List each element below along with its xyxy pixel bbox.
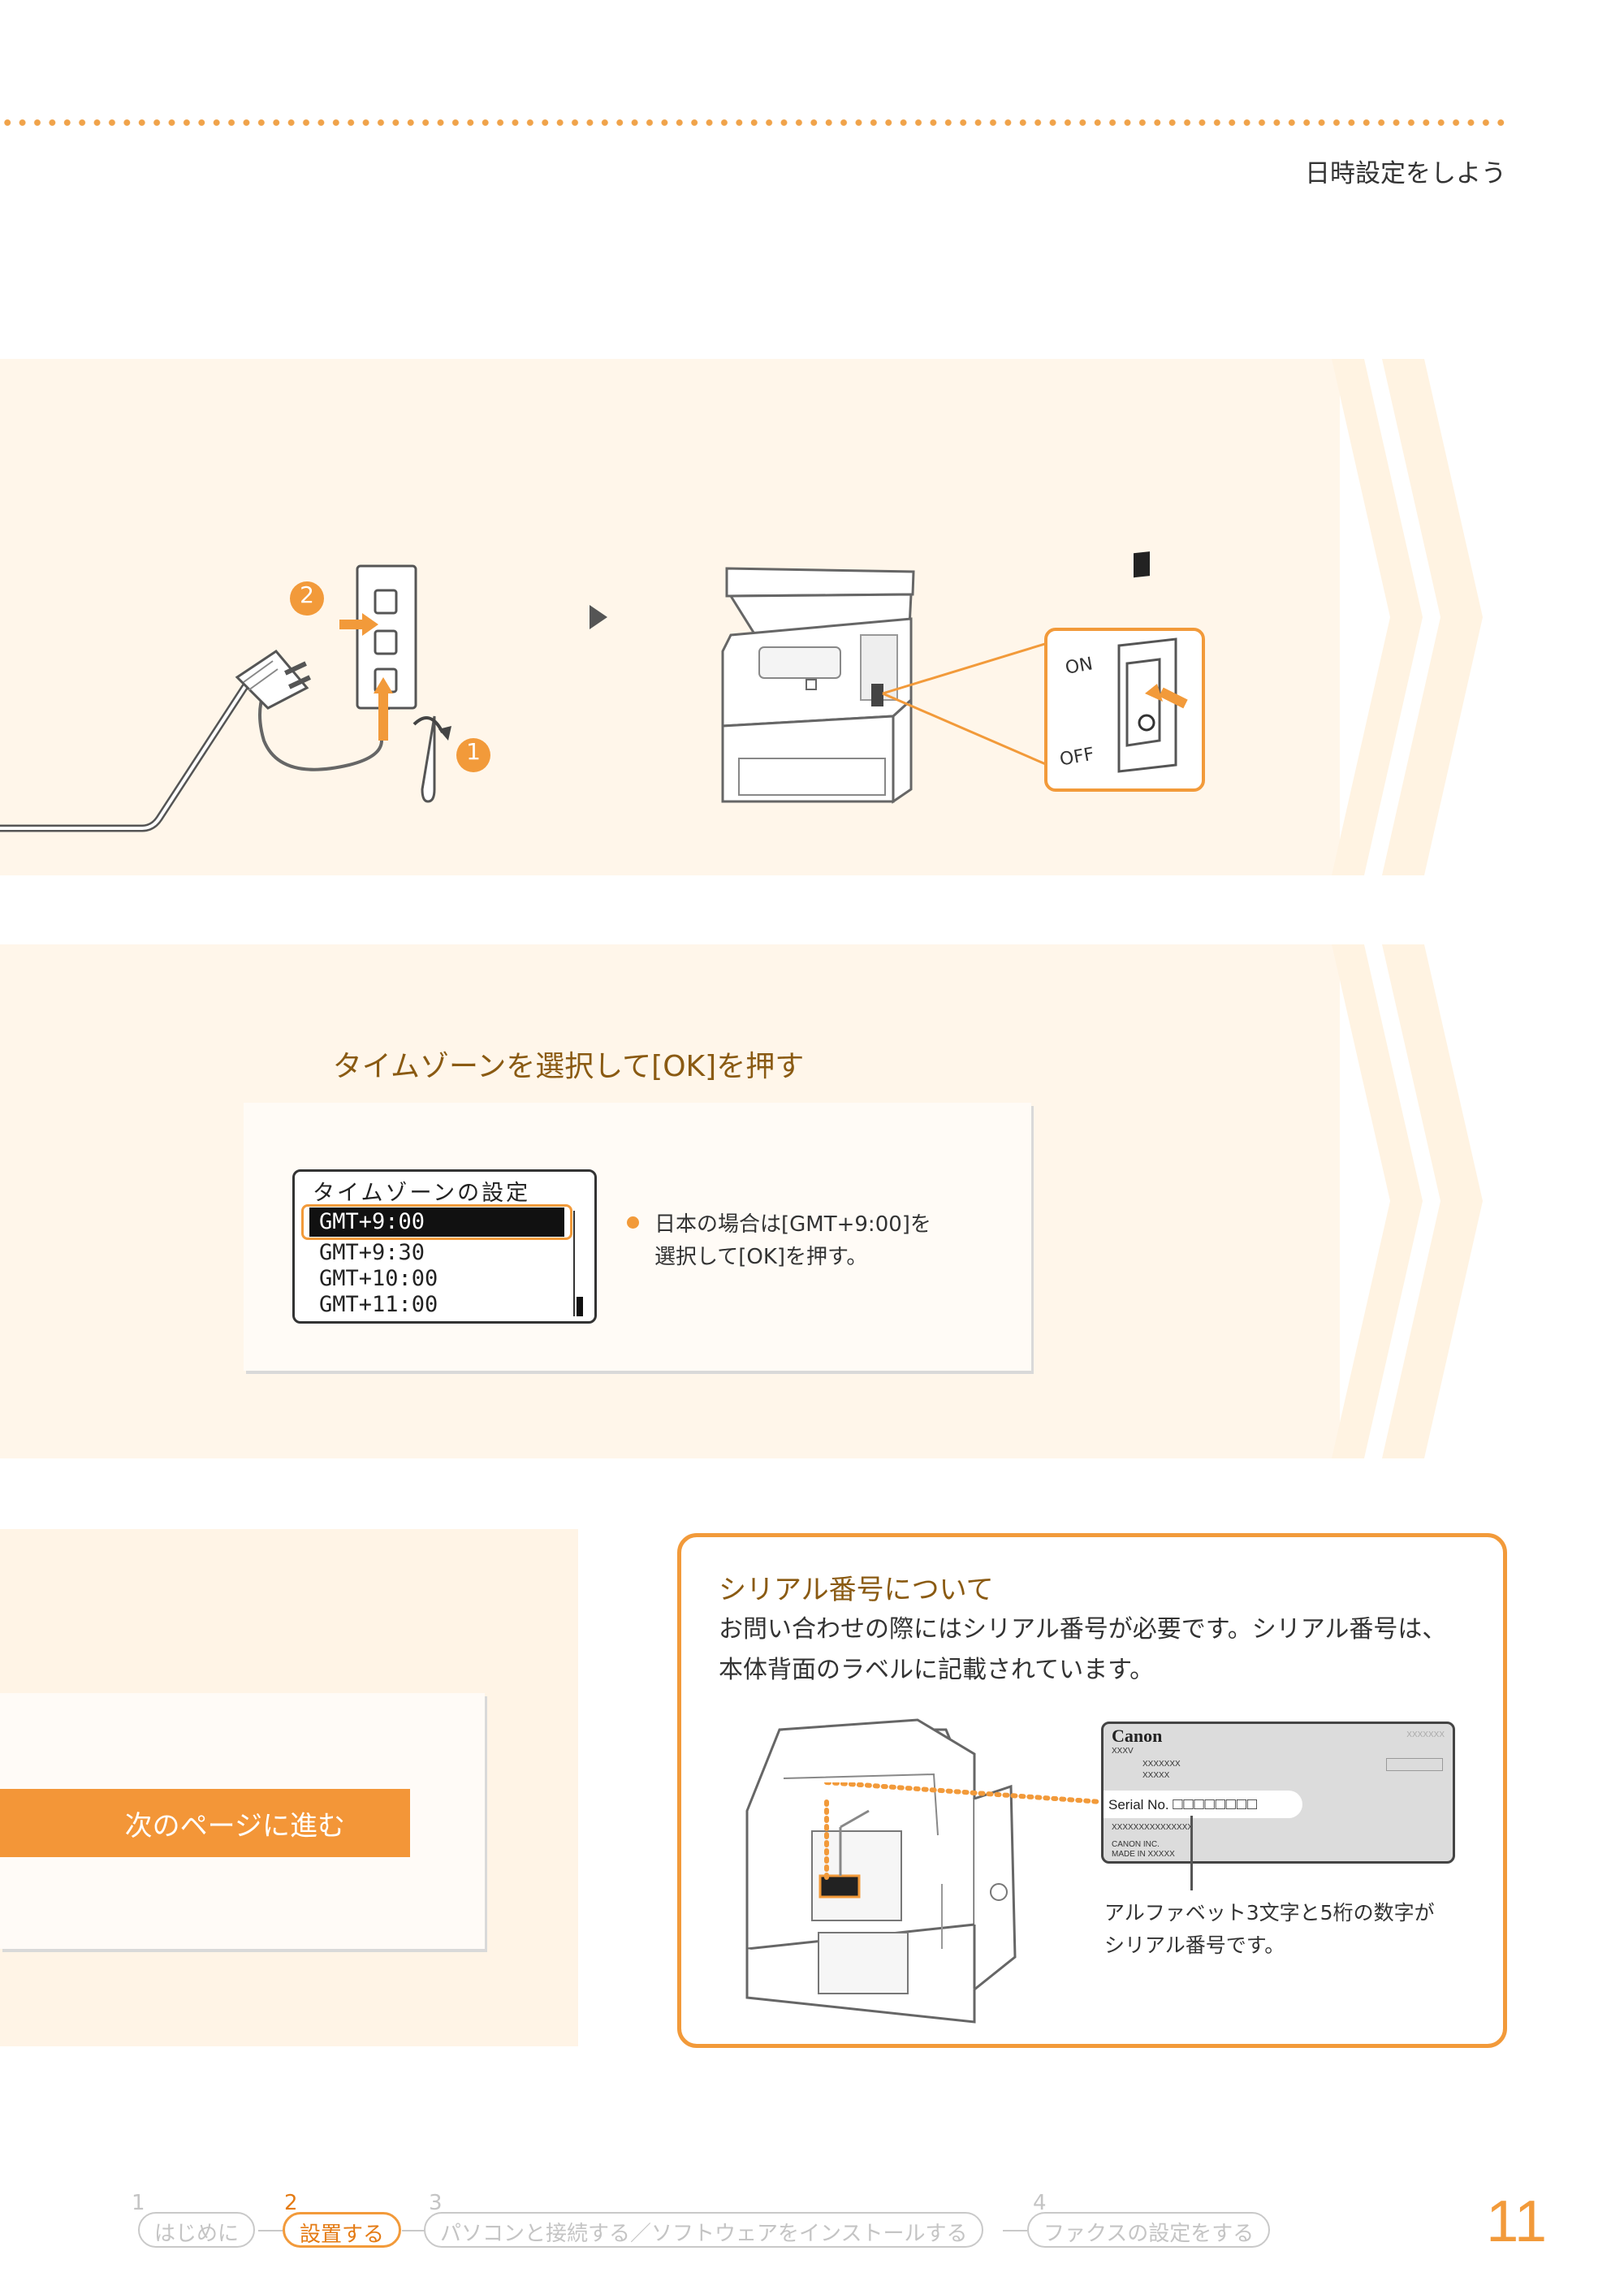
label-row1a: XXXXXXX [1142,1760,1181,1769]
caption-leader-line [1190,1816,1193,1890]
footer-step-nav: 1 はじめに 2 設置する 3 パソコンと接続する／ソフトウェアをインストールす… [122,2191,1299,2251]
label-top-right: XXXXXXX [1406,1730,1445,1739]
label-row1b: XXXXX [1142,1771,1170,1780]
footer-connector [402,2230,425,2231]
footer-step-4[interactable]: ファクスの設定をする [1027,2212,1271,2248]
label-maker: CANON INC. [1112,1840,1160,1849]
footer-connector [258,2230,283,2231]
step-number: 1 [132,2191,145,2215]
selection-highlight [301,1204,572,1240]
label-barcode-box [1386,1758,1443,1771]
note-line: 選択して[OK]を押す。 [654,1245,868,1270]
step-number: 4 [1033,2191,1047,2215]
next-page-button[interactable]: 次のページに進む [0,1789,410,1857]
step-chevron-icon-2 [1332,944,1483,1458]
footer-step-1[interactable]: はじめに [138,2212,256,2248]
badge-1-label: 1 [466,738,481,765]
serial-label-card: Canon XXXV XXXXXXX XXXXXXX XXXXX Serial … [1101,1722,1455,1864]
label-model: XXXV [1112,1747,1134,1756]
footer-step-3[interactable]: パソコンと接続する／ソフトウェアをインストールする [424,2212,984,2248]
footer-step-2[interactable]: 設置する [283,2212,402,2248]
step-number: 2 [284,2191,298,2215]
page-section-title: 日時設定をしよう [1305,159,1506,188]
step-number: 3 [429,2191,443,2215]
note-line: 日本の場合は[GMT+9:00]を [654,1212,931,1237]
caption-line: アルファベット3文字と5桁の数字が [1104,1901,1435,1925]
serial-body-line: 本体背面のラベルに記載されています。 [719,1655,1155,1684]
printer-rear-icon [745,1718,1017,2024]
power-switch-callout [1044,551,1205,792]
step-badge-2 [290,581,324,616]
serial-digit-boxes: □□□□□□□□ [1173,1795,1259,1813]
serial-caption: アルファベット3文字と5桁の数字が シリアル番号です。 [1104,1897,1435,1962]
lcd-scroll-thumb [577,1297,583,1316]
label-code-row: XXXXXXXXXXXXXXX [1112,1823,1194,1832]
lcd-heading: タイムゾーンの設定 [313,1181,531,1206]
page-number: 11 [1486,2189,1547,2254]
dotted-divider [0,119,1510,127]
bullet-icon [627,1216,639,1229]
label-origin: MADE IN XXXXX [1112,1850,1175,1859]
timezone-step-title: タイムゾーンを選択して[OK]を押す [332,1050,805,1083]
serial-body-line: お問い合わせの際にはシリアル番号が必要です。シリアル番号は、 [719,1615,1447,1644]
lcd-option[interactable]: GMT+11:00 [319,1292,438,1317]
next-arrow-icon [590,605,607,629]
serial-prefix: Serial No. [1108,1797,1169,1812]
serial-number-field: Serial No. □□□□□□□□ [1104,1791,1302,1818]
badge-2-label: 2 [300,581,314,608]
serial-pointer-icon [824,1782,1104,1881]
step-badge-1 [456,738,490,772]
step-chevron-icon [1332,359,1483,875]
printer-icon [721,567,915,804]
canon-logo: Canon [1112,1726,1163,1746]
footer-connector [1003,2230,1027,2231]
lcd-display: タイムゾーンの設定 GMT+9:00 GMT+9:30 GMT+10:00 GM… [292,1169,597,1324]
serial-info-body: お問い合わせの際にはシリアル番号が必要です。シリアル番号は、 本体背面のラベルに… [719,1609,1486,1690]
caption-line: シリアル番号です。 [1104,1933,1285,1957]
serial-info-title: シリアル番号について [719,1574,994,1606]
plug-icon [235,650,311,710]
lcd-option[interactable]: GMT+10:00 [319,1266,438,1291]
power-illustration [0,551,1205,832]
wall-outlet-icon [356,564,417,710]
lcd-option[interactable]: GMT+9:30 [319,1240,425,1265]
lcd-option-selected[interactable]: GMT+9:00 [309,1207,564,1237]
timezone-note: 日本の場合は[GMT+9:00]を 選択して[OK]を押す。 [627,1208,931,1274]
lcd-scrollbar [573,1211,583,1316]
